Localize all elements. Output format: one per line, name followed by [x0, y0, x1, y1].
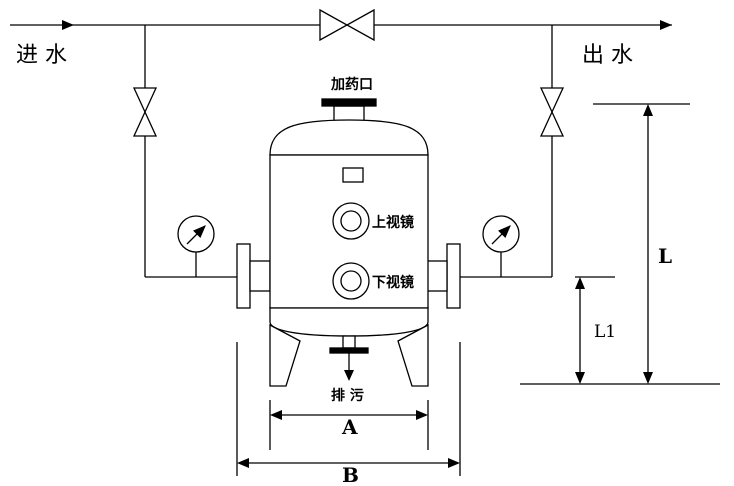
upper-sight-glass-label: 上视镜 — [372, 214, 414, 231]
dosing-port-nozzle — [321, 98, 377, 123]
dimension-l1-label: L1 — [594, 322, 616, 342]
upper-sight-glass-icon — [332, 202, 370, 240]
dimension-l-label: L — [658, 244, 672, 268]
lower-sight-glass-icon — [332, 262, 370, 300]
inlet-flow-arrow — [62, 20, 74, 30]
outlet-label: 出 水 — [582, 43, 633, 68]
dimension-l — [520, 103, 720, 385]
dimension-a-label: A — [341, 415, 358, 439]
inlet-valve-icon[interactable] — [132, 87, 158, 137]
lower-sight-glass-label: 下视镜 — [372, 274, 414, 291]
inlet-label: 进 水 — [16, 43, 67, 68]
dimension-b-label: B — [342, 463, 359, 486]
dimension-l1 — [575, 276, 615, 376]
outlet-branch-pipe — [460, 25, 553, 278]
drain-nozzle — [329, 335, 369, 372]
dimension-b — [236, 342, 461, 476]
outlet-pressure-gauge-icon — [482, 215, 520, 253]
inlet-branch-pipe — [144, 25, 237, 278]
outlet-flow-arrow — [660, 20, 672, 30]
outlet-valve-icon[interactable] — [539, 87, 565, 137]
nameplate — [342, 167, 364, 183]
dimension-a — [269, 400, 429, 450]
inlet-pressure-gauge-icon — [177, 215, 215, 253]
bypass-valve-icon[interactable] — [319, 8, 375, 42]
drain-arrow-icon — [344, 370, 354, 381]
dosing-port-label: 加药口 — [330, 76, 373, 93]
inlet-flange — [236, 243, 271, 309]
drain-label: 排 污 — [331, 387, 364, 404]
outlet-flange — [426, 243, 461, 309]
